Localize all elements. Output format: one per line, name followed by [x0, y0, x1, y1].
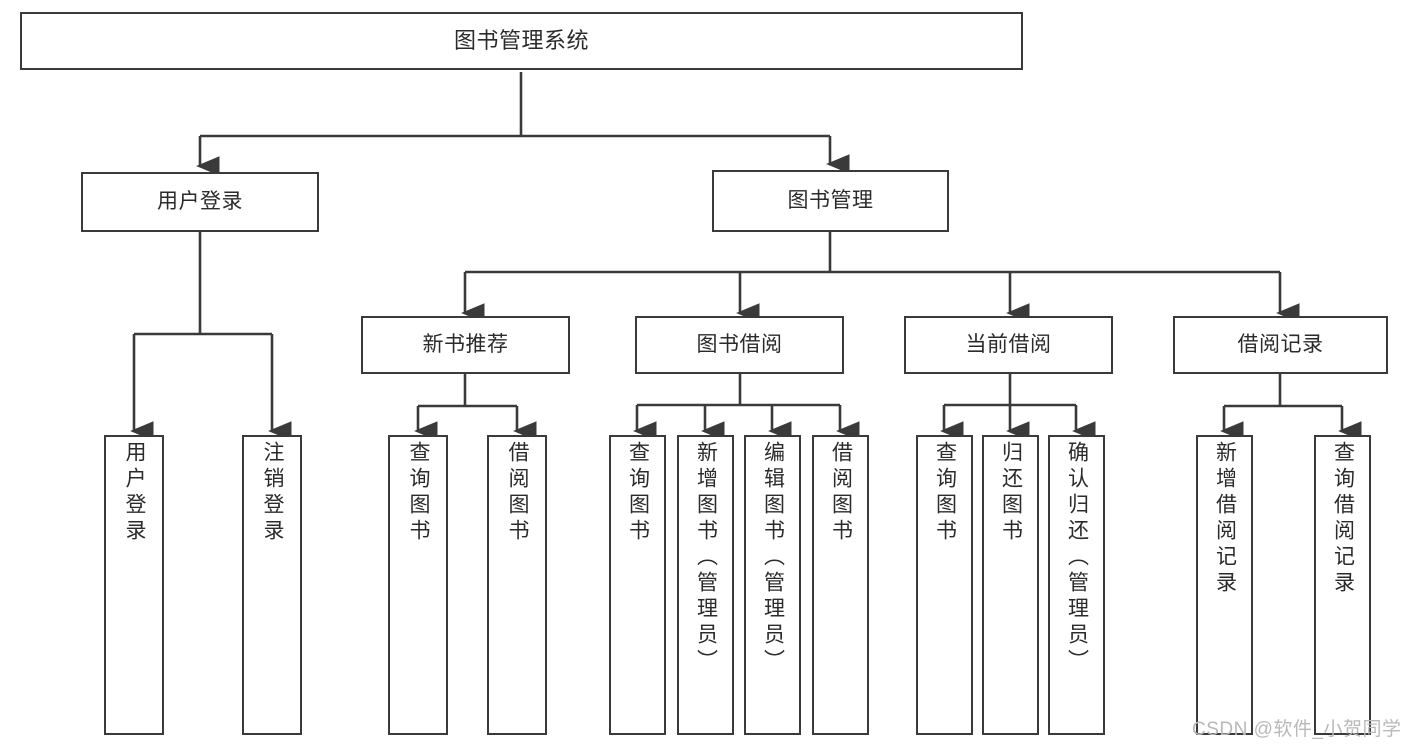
node-label: 借阅图书 — [829, 441, 853, 545]
node-new-book-recommend[interactable]: 新书推荐 — [361, 316, 570, 374]
node-label: 新增图书（管理员） — [694, 441, 718, 675]
node-leaf-user-logout[interactable]: 注销登录 — [242, 435, 302, 735]
node-label: 编辑图书（管理员） — [761, 441, 785, 675]
node-root-book-management-system[interactable]: 图书管理系统 — [20, 12, 1023, 70]
node-borrow-record[interactable]: 借阅记录 — [1173, 316, 1388, 374]
node-leaf-query-borrow-record[interactable]: 查询借阅记录 — [1314, 435, 1371, 735]
node-leaf-query-book-2[interactable]: 查询图书 — [609, 435, 666, 735]
node-label: 新增借阅记录 — [1213, 441, 1237, 597]
node-label: 新书推荐 — [422, 333, 509, 357]
node-label: 注销登录 — [261, 441, 285, 545]
node-leaf-query-book-3[interactable]: 查询图书 — [916, 435, 973, 735]
node-label: 用户登录 — [157, 190, 243, 214]
node-label: 借阅图书 — [506, 441, 530, 545]
node-book-manage[interactable]: 图书管理 — [712, 170, 949, 232]
node-leaf-query-book-1[interactable]: 查询图书 — [388, 435, 448, 735]
node-label: 用户登录 — [123, 441, 147, 545]
node-label: 借阅记录 — [1237, 333, 1324, 357]
node-leaf-add-book-admin[interactable]: 新增图书（管理员） — [677, 435, 734, 735]
node-label: 图书管理系统 — [453, 27, 589, 53]
node-label: 图书借阅 — [696, 333, 783, 357]
node-leaf-edit-book-admin[interactable]: 编辑图书（管理员） — [744, 435, 801, 735]
node-label: 查询图书 — [933, 441, 957, 545]
node-leaf-borrow-book-1[interactable]: 借阅图书 — [487, 435, 547, 735]
node-label: 归还图书 — [999, 441, 1023, 545]
node-user-login[interactable]: 用户登录 — [81, 172, 319, 232]
node-label: 当前借阅 — [965, 333, 1052, 357]
node-leaf-return-book[interactable]: 归还图书 — [982, 435, 1039, 735]
node-label: 确认归还（管理员） — [1065, 441, 1089, 675]
watermark-text: CSDN @软件_小贺同学 — [1192, 719, 1402, 740]
node-current-borrow[interactable]: 当前借阅 — [904, 316, 1113, 374]
node-label: 查询借阅记录 — [1331, 441, 1355, 597]
node-leaf-confirm-return-admin[interactable]: 确认归还（管理员） — [1048, 435, 1105, 735]
node-leaf-borrow-book-2[interactable]: 借阅图书 — [812, 435, 869, 735]
node-label: 查询图书 — [407, 441, 431, 545]
node-leaf-add-borrow-record[interactable]: 新增借阅记录 — [1196, 435, 1253, 735]
node-leaf-user-login[interactable]: 用户登录 — [104, 435, 164, 735]
node-label: 查询图书 — [626, 441, 650, 545]
node-book-borrow[interactable]: 图书借阅 — [635, 316, 844, 374]
node-label: 图书管理 — [787, 189, 874, 213]
